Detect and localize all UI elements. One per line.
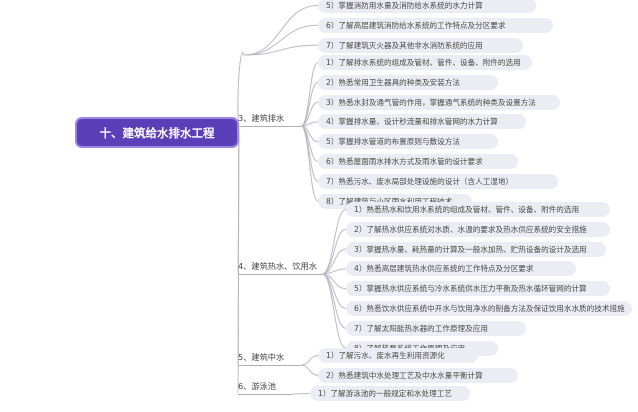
branch-leaf-connector (321, 273, 347, 349)
branch-leaf-connector (321, 209, 347, 275)
leaf-topic[interactable]: 4）掌握排水量、设计秒流量和排水管网的水力计算 (318, 114, 526, 130)
branch-leaf-connector (300, 355, 319, 366)
leaf-topic[interactable]: 2）熟悉建筑中水处理工艺及中水水量平衡计算 (318, 367, 518, 383)
branch-leaf-connector (321, 273, 347, 329)
branch-leaf-connector (321, 228, 347, 275)
leaf-topic[interactable]: 3）熟悉水封及通气管的作用，掌握通气系统的种类及设置方法 (318, 94, 560, 110)
leaf-topic[interactable]: 1）了解污水、废水再生利用资源化 (318, 348, 478, 363)
branch-leaf-connector (300, 81, 319, 127)
branch-leaf-connector (300, 101, 319, 127)
root-topic[interactable]: 十、建筑给水排水工程 (75, 117, 239, 148)
leaf-topic[interactable]: 7）熟悉污水、废水局部处理设施的设计（含人工湿地） (318, 173, 558, 189)
leaf-topic[interactable]: 5）掌握消防用水量及消防给水系统的水力计算 (318, 0, 536, 13)
branch-leaf-connector (291, 393, 311, 395)
leaf-topic[interactable]: 2）了解热水供应系统对水质、水温的要求及热水供应系统的安全措施 (346, 221, 610, 237)
branch-leaf-connector (300, 125, 319, 202)
leaf-topic[interactable]: 1）了解游泳池的一般规定和水处理工艺 (310, 386, 470, 401)
branch-leaf-connector (300, 364, 319, 376)
leaf-topic[interactable]: 5）掌握排水管道的布置原则与敷设方法 (318, 134, 498, 150)
leaf-topic[interactable]: 1）熟悉热水和饮用水系统的组成及管材、管件、设备、附件的选用 (346, 202, 610, 217)
leaf-topic[interactable]: 2）熟悉常用卫生器具的种类及安装方法 (318, 74, 498, 90)
branch-leaf-connector (300, 62, 319, 127)
leaf-topic[interactable]: 7）了解建筑灭火器及其他非水消防系统的应用 (318, 37, 523, 53)
leaf-topic[interactable]: 5）掌握热水供应系统与冷水系统供水压力平衡及热水循环管网的计算 (346, 281, 610, 297)
leaf-topic[interactable]: 6）熟悉屋面雨水排水方式及雨水管的设计要求 (318, 154, 518, 169)
branch-leaf-connector (243, 24, 319, 56)
branch-topic[interactable]: 6、游泳池 (238, 378, 292, 395)
leaf-topic[interactable]: 6）熟悉饮水供应系统中开水与饮用净水的制备方法及保证饮用水水质的技术措施 (346, 301, 632, 316)
leaf-topic[interactable]: 3）掌握热水量、耗热量的计算及一般水加热、贮热设备的设计及选用 (346, 241, 606, 257)
leaf-topic[interactable]: 4）熟悉高层建筑热水供应系统的工作特点及分区要求 (346, 261, 576, 277)
branch-topic[interactable]: 4、建筑热水、饮用水 (238, 258, 322, 275)
branch-topic[interactable]: 5、建筑中水 (238, 349, 301, 366)
branch-topic[interactable]: 3、建筑排水 (238, 110, 301, 127)
root-branch-connector (237, 131, 240, 395)
branch-leaf-connector (243, 5, 319, 56)
leaf-topic[interactable]: 1）了解排水系统的组成及管材、管件、设备、附件的选用 (318, 55, 532, 70)
branch-leaf-connector (243, 44, 319, 56)
leaf-topic[interactable]: 7）了解太阳能热水器的工作原理及应用 (346, 320, 526, 336)
branch-leaf-connector (321, 248, 347, 275)
leaf-topic[interactable]: 6）了解高层建筑消防给水系统的工作特点及分区要求 (318, 17, 553, 33)
